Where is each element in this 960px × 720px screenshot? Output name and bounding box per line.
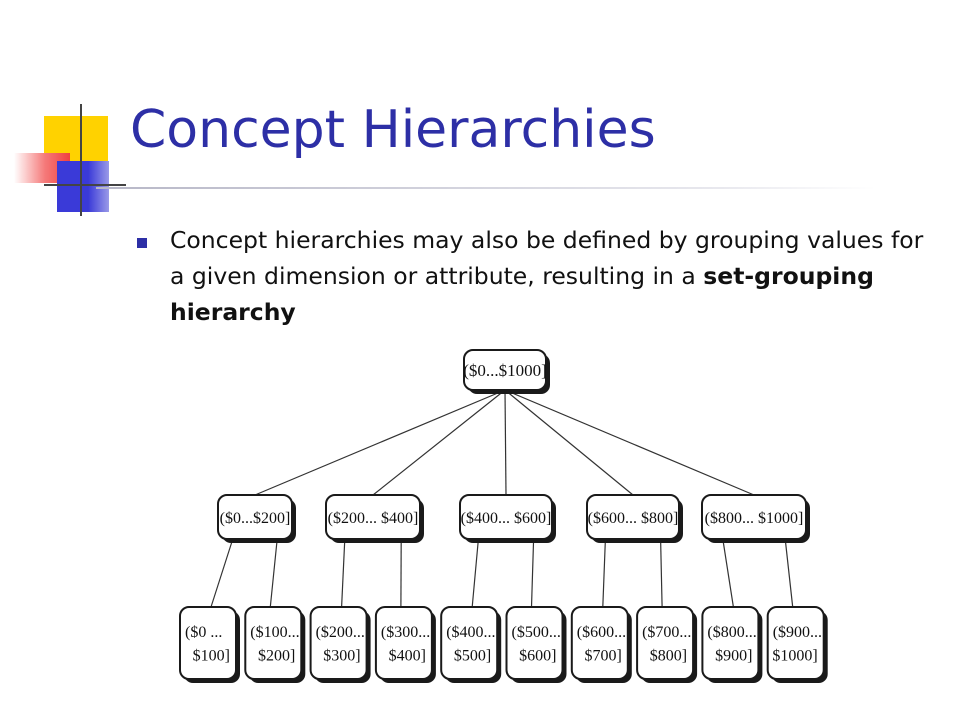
node-leaf-3-text: ($200... (316, 624, 365, 641)
edge-level1-leaf (784, 538, 794, 608)
tree-edges (210, 389, 794, 608)
edge-level1-leaf (602, 538, 606, 608)
node-leaf-9-text: $900] (715, 647, 752, 664)
edge-root-level1 (504, 389, 507, 496)
node-leaf-10-text: ($900... (773, 624, 822, 641)
node-level1-5-text: ($800... $1000] (705, 510, 804, 527)
node-root: ($0...$1000] (463, 349, 550, 394)
decor-blue-square (57, 161, 109, 212)
node-level1-1: ($0...$200] (217, 494, 296, 543)
bullet-text-main: Concept hierarchies may also be defined … (170, 226, 924, 290)
node-level1-4: ($600... $800] (586, 494, 683, 543)
bullet-text-bold: set-grouping hierarchy (170, 262, 874, 326)
decor-vertical-line (80, 104, 82, 216)
node-level1-3-text: ($400... $600] (461, 510, 552, 527)
node-leaf-4-text: $400] (389, 647, 426, 664)
node-leaf-1-text: ($0 ... (185, 624, 222, 641)
node-level1-2-text: ($200... $400] (328, 510, 419, 527)
edge-level1-leaf (341, 538, 346, 608)
node-leaf-10-text: $1000] (772, 647, 817, 664)
node-leaf-8-text: ($700... (642, 624, 691, 641)
node-leaf-3-text: $300] (323, 647, 360, 664)
decor-horizontal-line (44, 184, 126, 186)
node-leaf-8-text: $800] (650, 647, 687, 664)
edge-root-level1 (372, 389, 506, 496)
node-leaf-6: ($500... $600] (505, 606, 567, 683)
node-level1-1-text: ($0...$200] (220, 510, 291, 527)
edge-root-level1 (504, 389, 755, 496)
node-leaf-7: ($600... $700] (570, 606, 632, 683)
node-leaf-7-text: $700] (584, 647, 621, 664)
node-leaf-8: ($700... $800] (636, 606, 698, 683)
bullet-text: Concept hierarchies may also be defined … (170, 222, 930, 330)
node-leaf-4-text: ($300... (381, 624, 430, 641)
edge-level1-leaf (530, 538, 535, 608)
node-leaf-1-text: $100] (193, 647, 230, 664)
slide-title: Concept Hierarchies (130, 100, 656, 160)
node-leaf-5-text: $500] (454, 647, 491, 664)
edge-level1-leaf (210, 538, 234, 608)
node-leaf-2-text: ($100... (250, 624, 299, 641)
bullet-marker (137, 238, 147, 248)
node-leaf-1: ($0 ... $100] (179, 606, 240, 683)
node-level1-4-text: ($600... $800] (588, 510, 679, 527)
edge-root-level1 (254, 389, 506, 496)
node-leaf-4: ($300... $400] (374, 606, 436, 683)
edge-level1-leaf (269, 538, 278, 608)
node-leaf-5: ($400... $500] (440, 606, 502, 683)
edge-level1-leaf (660, 538, 663, 608)
node-leaf-6-text: ($500... (512, 624, 561, 641)
title-underline (96, 187, 876, 189)
tree-nodes: ($0...$1000] ($0...$200] ($0 ... $100] ($100… (179, 349, 828, 683)
node-leaf-10: ($900... $1000] (766, 606, 828, 683)
node-root-text: ($0...$1000] (463, 361, 547, 380)
edge-level1-leaf (722, 538, 734, 608)
node-leaf-9-text: ($800... (707, 624, 756, 641)
node-level1-5: ($800... $1000] (701, 494, 810, 543)
node-leaf-2-text: $200] (258, 647, 295, 664)
node-leaf-9: ($800... $900] (701, 606, 763, 683)
node-leaf-3: ($200... $300] (309, 606, 371, 683)
edge-level1-leaf (471, 538, 479, 608)
node-leaf-6-text: $600] (519, 647, 556, 664)
node-level1-2: ($200... $400] (325, 494, 424, 543)
node-leaf-2: ($100... $200] (244, 606, 306, 683)
node-leaf-5-text: ($400... (446, 624, 495, 641)
node-leaf-7-text: ($600... (577, 624, 626, 641)
node-level1-3: ($400... $600] (459, 494, 556, 543)
edge-root-level1 (504, 389, 634, 496)
